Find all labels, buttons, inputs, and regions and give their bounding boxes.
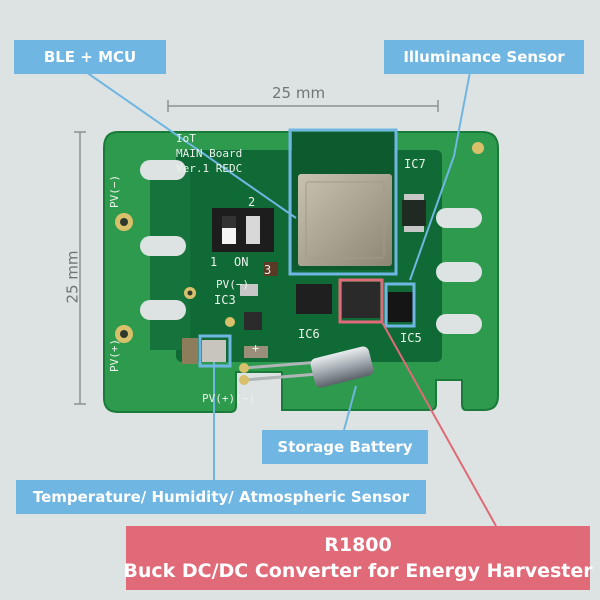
r1800-title: R1800 bbox=[324, 534, 392, 556]
silkscreen-text: IoT MAIN Board Ver.1 REDC IC7 IC3 IC5 IC… bbox=[108, 132, 426, 405]
silk-pv-bottom: PV(+)(−) bbox=[202, 392, 255, 405]
storage-battery bbox=[239, 346, 374, 388]
mounting-slots-left bbox=[140, 160, 186, 320]
silk-line3: Ver.1 REDC bbox=[176, 162, 242, 175]
silk-ic5: IC5 bbox=[400, 331, 422, 345]
callout-storage-battery: Storage Battery bbox=[262, 430, 428, 464]
callout-illuminance-sensor: Illuminance Sensor bbox=[384, 40, 584, 74]
silk-ic6: IC6 bbox=[298, 327, 320, 341]
width-dimension bbox=[167, 100, 439, 112]
silk-line1: IoT bbox=[176, 132, 196, 145]
callout-connectors bbox=[85, 71, 497, 527]
callout-r1800: R1800 Buck DC/DC Converter for Energy Ha… bbox=[123, 526, 593, 590]
silk-line2: MAIN Board bbox=[176, 147, 242, 160]
callout-ble-mcu: BLE + MCU bbox=[14, 40, 166, 74]
silk-on: ON bbox=[234, 255, 248, 269]
silk-num-1: 1 bbox=[210, 255, 217, 269]
silk-pv-minus-center: PV(−) bbox=[216, 278, 249, 291]
width-dimension-label: 25 mm bbox=[272, 84, 326, 102]
callout-temperature-sensor: Temperature/ Humidity/ Atmospheric Senso… bbox=[16, 480, 426, 514]
silk-ic3: IC3 bbox=[214, 293, 236, 307]
silk-ic7: IC7 bbox=[404, 157, 426, 171]
mounting-slots-right bbox=[436, 208, 482, 334]
ble-module bbox=[292, 132, 396, 270]
height-dimension-label: 25 mm bbox=[63, 250, 82, 304]
silk-plus: + bbox=[252, 341, 259, 355]
silk-num-2: 2 bbox=[248, 195, 255, 209]
r1800-subtitle: Buck DC/DC Converter for Energy Harveste… bbox=[123, 560, 593, 582]
silk-pv-plus-left: PV(+) bbox=[108, 339, 121, 372]
dip-switch bbox=[212, 208, 274, 252]
ic-chips bbox=[182, 194, 426, 364]
silk-num-3: 3 bbox=[264, 263, 271, 277]
pv-pads bbox=[115, 142, 484, 343]
height-dimension bbox=[74, 131, 86, 405]
silk-pv-minus-left: PV(−) bbox=[108, 175, 121, 208]
pcb-board bbox=[103, 128, 499, 413]
